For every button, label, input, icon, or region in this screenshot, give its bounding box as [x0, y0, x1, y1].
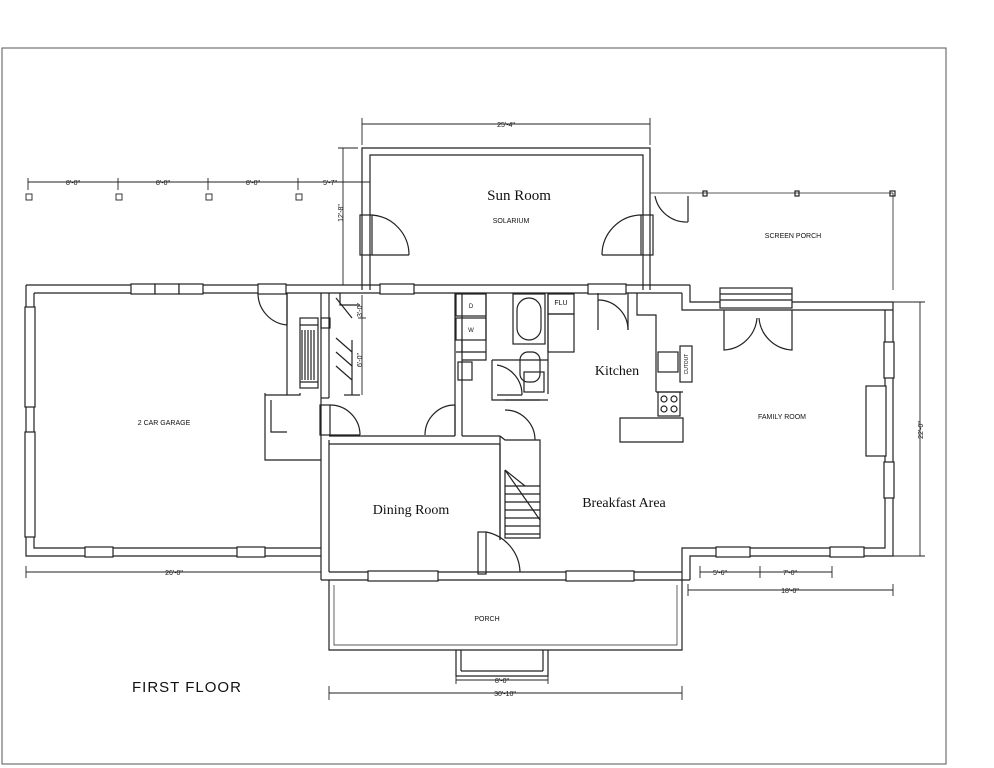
- dim-family-width: 18'-0": [781, 588, 799, 595]
- fixture-label-cutout: CUTOUT: [684, 354, 690, 375]
- interior-walls: [329, 293, 793, 575]
- dim-closet-2: 6'-0": [357, 353, 364, 367]
- plan-title: FIRST FLOOR: [132, 679, 242, 696]
- dim-porch-step: 8'-0": [495, 678, 509, 685]
- dim-scale-3: 8'-0": [246, 180, 260, 187]
- dim-sun-room-depth: 12'-8": [338, 204, 345, 222]
- dim-family-depth: 22'-0": [918, 421, 925, 439]
- sun-room-walls: [359, 147, 654, 290]
- room-label-screen-porch: SCREEN PORCH: [765, 233, 821, 240]
- room-label-solarium: SOLARIUM: [493, 218, 530, 225]
- dim-scale-2: 8'-0": [156, 180, 170, 187]
- dim-window-1: 5'-6": [713, 570, 727, 577]
- sheet-border: [1, 47, 947, 765]
- dim-scale-4: 5'-7": [323, 180, 337, 187]
- fixture-label-flu: FLU: [554, 300, 567, 307]
- dim-scale-1: 8'-0": [66, 180, 80, 187]
- windows: [24, 283, 895, 582]
- dim-sun-room-width: 25'-4": [497, 122, 515, 129]
- room-label-family-room: FAMILY ROOM: [758, 414, 806, 421]
- dim-porch-width: 30'-10": [494, 691, 516, 698]
- room-label-kitchen: Kitchen: [595, 364, 639, 379]
- room-label-garage: 2 CAR GARAGE: [138, 420, 191, 427]
- porch-outline: [328, 580, 683, 677]
- fixture-label-washer: W: [468, 328, 474, 334]
- room-label-breakfast-area: Breakfast Area: [582, 496, 666, 511]
- dim-closet-1: 3'-0": [357, 303, 364, 317]
- screen-porch-outline: [649, 190, 896, 290]
- main-exterior-walls: [25, 284, 894, 581]
- dim-garage-width: 26'-0": [165, 570, 183, 577]
- room-label-porch: PORCH: [474, 616, 499, 623]
- room-label-dining-room: Dining Room: [373, 503, 450, 518]
- room-label-sun-room: Sun Room: [487, 188, 551, 204]
- fixture-label-dryer: D: [469, 304, 474, 310]
- mudroom-walls: [264, 293, 361, 461]
- dimension-lines: [25, 118, 925, 700]
- dim-window-2: 7'-0": [783, 570, 797, 577]
